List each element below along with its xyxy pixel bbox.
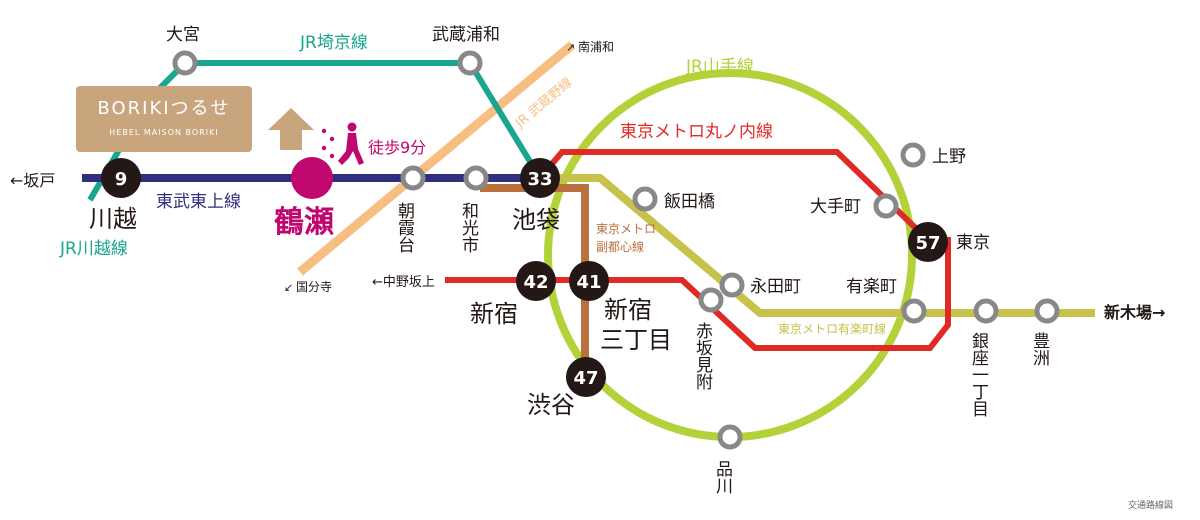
jr-musashino-line bbox=[297, 41, 575, 276]
walking-person-icon bbox=[321, 122, 364, 165]
up-arrow-icon bbox=[268, 108, 314, 150]
direction-kokubunji: 国分寺 bbox=[296, 280, 332, 294]
line-label-jr-kawagoe: JR川越線 bbox=[59, 239, 128, 259]
station-omiya: 大宮 bbox=[166, 25, 200, 45]
node-tsuruse bbox=[291, 157, 333, 199]
minutes-tokyo: 57 bbox=[915, 233, 940, 254]
property-name: BORIKIつるせ bbox=[97, 98, 230, 119]
station-tsuruse: 鶴瀬 bbox=[274, 205, 334, 240]
line-label-fukutoshin-1: 東京メトロ bbox=[596, 222, 656, 236]
station-musashi-urawa: 武蔵浦和 bbox=[432, 25, 500, 45]
walk-time: 徒歩9分 bbox=[368, 138, 426, 157]
station-shinjuku-sanchome-1: 新宿 bbox=[604, 296, 652, 324]
station-shibuya: 渋谷 bbox=[527, 391, 575, 419]
node-tokyo: 57 bbox=[908, 222, 948, 262]
direction-sakado: ←坂戸 bbox=[10, 171, 55, 190]
node-otemachi bbox=[873, 193, 899, 219]
station-nagatacho: 永田町 bbox=[750, 277, 801, 297]
station-shinjuku: 新宿 bbox=[470, 300, 518, 328]
minutes-shinjuku: 42 bbox=[523, 272, 548, 293]
node-shibuya: 47 bbox=[566, 357, 606, 397]
node-toyosu bbox=[1034, 298, 1060, 324]
direction-shinkiba: 新木場→ bbox=[1104, 303, 1165, 322]
station-toyosu: 豊洲 bbox=[1029, 332, 1050, 366]
direction-minami-urawa-arrow: ↗ bbox=[566, 41, 575, 54]
station-ueno: 上野 bbox=[932, 147, 966, 167]
node-ueno bbox=[900, 142, 926, 168]
node-wakoshi bbox=[463, 165, 489, 191]
station-yurakucho: 有楽町 bbox=[846, 277, 897, 297]
station-akasaka-mitsuke: 赤坂見附 bbox=[692, 322, 713, 391]
property-box bbox=[76, 86, 252, 152]
line-label-jr-yamanote: JR山手線 bbox=[685, 57, 754, 77]
direction-nakano-sakaue: ←中野坂上 bbox=[372, 275, 435, 290]
station-wakoshi: 和光市 bbox=[458, 202, 479, 253]
node-akasaka-mitsuke bbox=[698, 287, 724, 313]
station-kawagoe: 川越 bbox=[89, 205, 137, 233]
node-nagatacho bbox=[719, 272, 745, 298]
minutes-shibuya: 47 bbox=[573, 368, 598, 389]
station-ginza-itchome: 銀座一丁目 bbox=[968, 332, 989, 417]
station-nodes bbox=[172, 50, 1060, 450]
fukutoshin-line bbox=[480, 184, 589, 378]
node-shinagawa bbox=[717, 424, 743, 450]
direction-kokubunji-arrow: ↙ bbox=[284, 281, 293, 294]
node-asakadai bbox=[400, 165, 426, 191]
map-caption: 交通路線図 bbox=[1128, 499, 1173, 511]
node-yurakucho bbox=[901, 298, 927, 324]
line-label-jr-saikyo: JR埼京線 bbox=[299, 33, 368, 53]
station-otemachi: 大手町 bbox=[810, 197, 861, 217]
node-musashi-urawa bbox=[457, 50, 483, 76]
node-kawagoe: 9 bbox=[101, 158, 141, 198]
node-iidabashi bbox=[632, 186, 658, 212]
node-shinjuku-sanchome: 41 bbox=[569, 261, 609, 301]
station-tokyo: 東京 bbox=[956, 233, 990, 253]
line-label-marunouchi: 東京メトロ丸ノ内線 bbox=[620, 122, 773, 142]
direction-minami-urawa: 南浦和 bbox=[578, 39, 614, 54]
station-shinjuku-sanchome-2: 三丁目 bbox=[600, 326, 672, 354]
marunouchi-line-north bbox=[537, 149, 951, 351]
station-iidabashi: 飯田橋 bbox=[664, 192, 715, 212]
station-ikebukuro: 池袋 bbox=[512, 206, 560, 234]
node-ikebukuro: 33 bbox=[520, 158, 560, 198]
node-ginza-itchome bbox=[973, 298, 999, 324]
node-shinjuku: 42 bbox=[516, 261, 556, 301]
minutes-ikebukuro: 33 bbox=[527, 169, 552, 190]
property-subname: HEBEL MAISON BORIKI bbox=[109, 128, 218, 137]
station-shinagawa: 品川 bbox=[712, 460, 733, 494]
minutes-shinjuku-sanchome: 41 bbox=[576, 272, 601, 293]
node-omiya bbox=[172, 50, 198, 76]
line-label-tobu-tojo: 東武東上線 bbox=[156, 192, 241, 212]
station-asakadai: 朝霞台 bbox=[394, 202, 415, 253]
minutes-kawagoe: 9 bbox=[115, 169, 128, 190]
line-label-yurakucho: 東京メトロ有楽町線 bbox=[778, 321, 886, 336]
yurakucho-line bbox=[540, 174, 1095, 317]
line-label-fukutoshin-2: 副都心線 bbox=[596, 239, 644, 254]
